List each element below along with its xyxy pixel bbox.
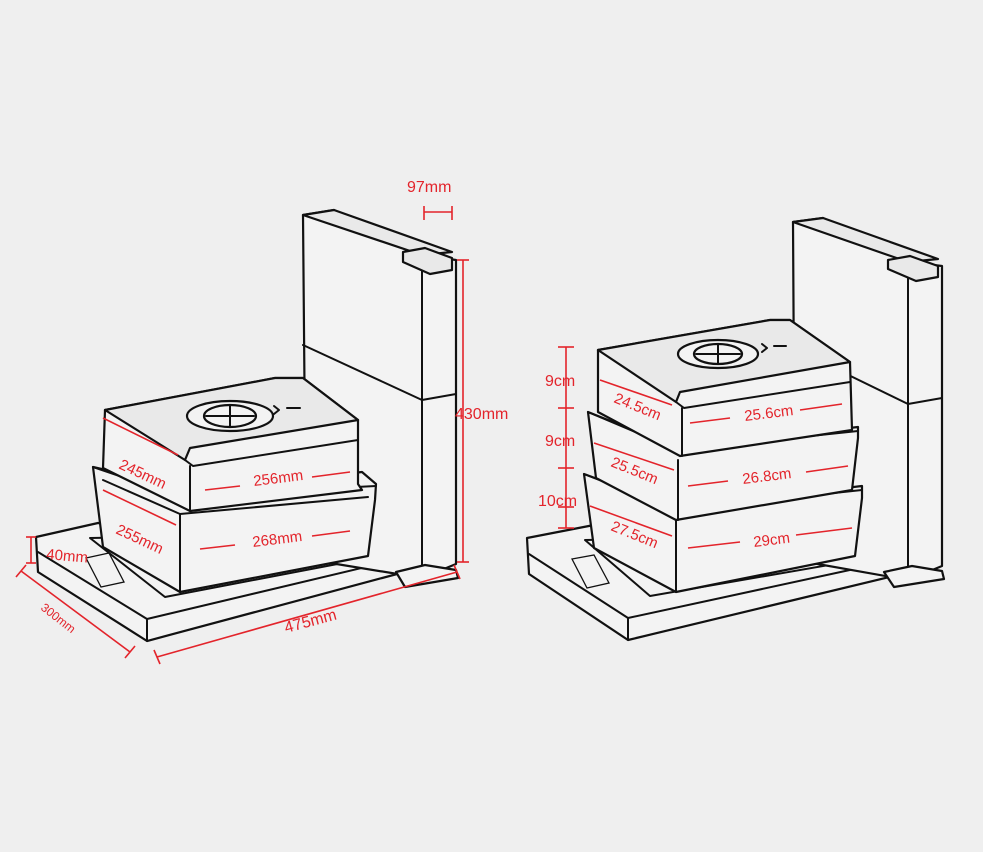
right-tier-1: [596, 318, 854, 458]
left-base-depth-label: 300mm: [38, 600, 78, 636]
right-tier1-height-label: 9cm: [545, 373, 575, 390]
left-column-cap: [401, 246, 454, 276]
left-base-height-label: 40mm: [46, 546, 89, 567]
right-tier2-height-label: 9cm: [545, 433, 575, 450]
right-tier2-width-label: 26.8cm: [741, 465, 792, 488]
left-height-label: 430mm: [455, 406, 508, 423]
right-tier3-height-label: 10cm: [538, 493, 577, 510]
left-display-window: [85, 552, 125, 588]
left-dimension-lines: [15, 206, 469, 665]
right-dimension-lines: [558, 346, 853, 549]
right-product: 9cm 9cm 10cm 24.5cm 25.6cm 25.5cm 26.8cm…: [525, 216, 946, 642]
right-tier1-width-label: 25.6cm: [743, 402, 794, 425]
left-back-column: [301, 208, 460, 589]
right-tier3-width-label: 29cm: [752, 530, 790, 551]
left-top-tray-width-label: 256mm: [252, 467, 304, 490]
right-column-cap: [886, 254, 940, 283]
left-base-width-label: 475mm: [283, 607, 339, 637]
left-handle-depth-label: 97mm: [407, 179, 451, 196]
left-product: 97mm 430mm 40mm 300mm 475mm 245mm 256mm …: [15, 179, 508, 665]
left-top-tray: [101, 376, 364, 513]
left-bottom-tray-width-label: 268mm: [251, 528, 303, 551]
right-display-window: [571, 554, 610, 589]
